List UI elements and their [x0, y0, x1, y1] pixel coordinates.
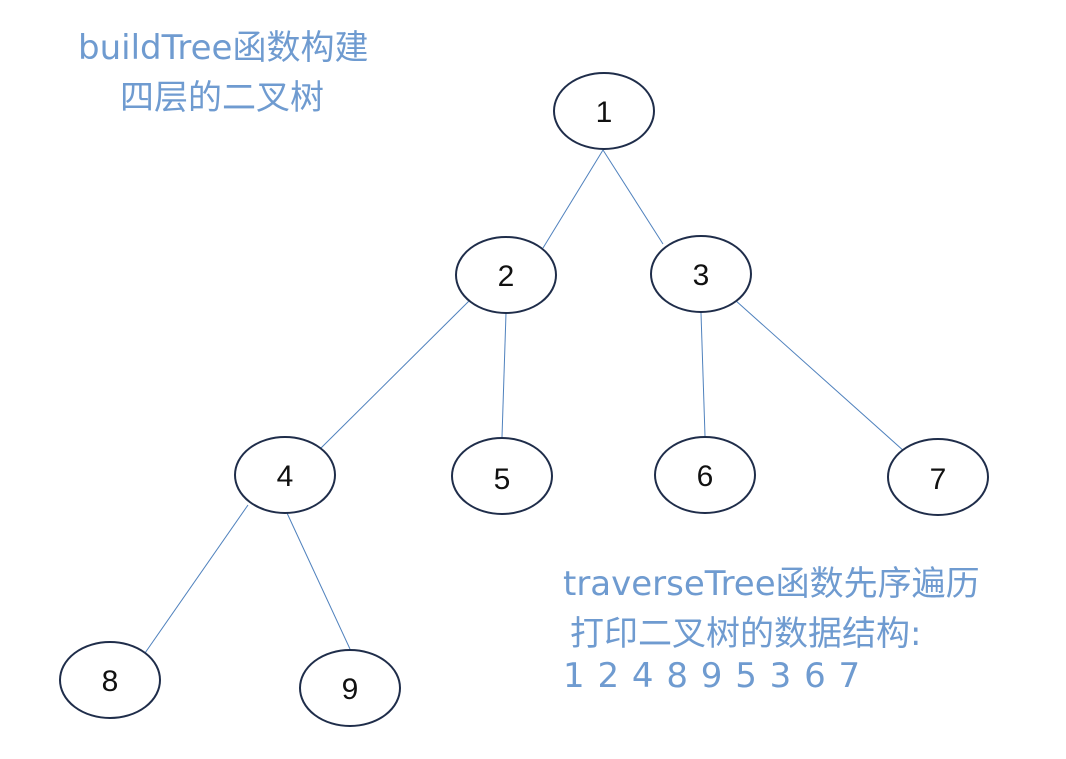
- node-label-4: 4: [277, 460, 294, 493]
- traverse-caption-line-2: 打印二叉树的数据结构:: [570, 614, 922, 654]
- tree-node-4: 4: [234, 436, 336, 514]
- tree-node-9: 9: [299, 649, 401, 727]
- tree-node-5: 5: [451, 437, 553, 515]
- tree-node-8: 8: [59, 641, 161, 719]
- edge-3-7: [734, 299, 906, 453]
- tree-node-3: 3: [650, 235, 752, 313]
- tree-edges: [144, 149, 906, 654]
- node-label-3: 3: [693, 259, 710, 292]
- node-label-9: 9: [342, 673, 359, 706]
- edge-4-8: [144, 504, 249, 654]
- edge-2-4: [319, 299, 471, 450]
- traverse-caption-line-1: traverseTree函数先序遍历: [563, 564, 980, 604]
- node-label-2: 2: [498, 260, 515, 293]
- edge-3-6: [700, 312, 706, 437]
- tree-node-2: 2: [455, 236, 557, 314]
- traversal-output-sequence: 1 2 4 8 9 5 3 6 7: [563, 656, 862, 696]
- node-label-8: 8: [102, 665, 119, 698]
- node-label-6: 6: [697, 460, 714, 493]
- node-label-5: 5: [494, 463, 511, 496]
- tree-node-1: 1: [553, 72, 655, 150]
- node-label-1: 1: [596, 96, 613, 129]
- tree-node-6: 6: [654, 436, 756, 514]
- node-label-7: 7: [930, 463, 947, 496]
- edge-1-2: [542, 149, 604, 249]
- build-caption-line-2: 四层的二叉树: [120, 78, 324, 118]
- edge-4-9: [286, 512, 351, 650]
- edge-1-3: [602, 149, 664, 245]
- tree-node-7: 7: [887, 438, 989, 516]
- build-caption-line-1: buildTree函数构建: [78, 28, 369, 68]
- edge-2-5: [501, 312, 507, 438]
